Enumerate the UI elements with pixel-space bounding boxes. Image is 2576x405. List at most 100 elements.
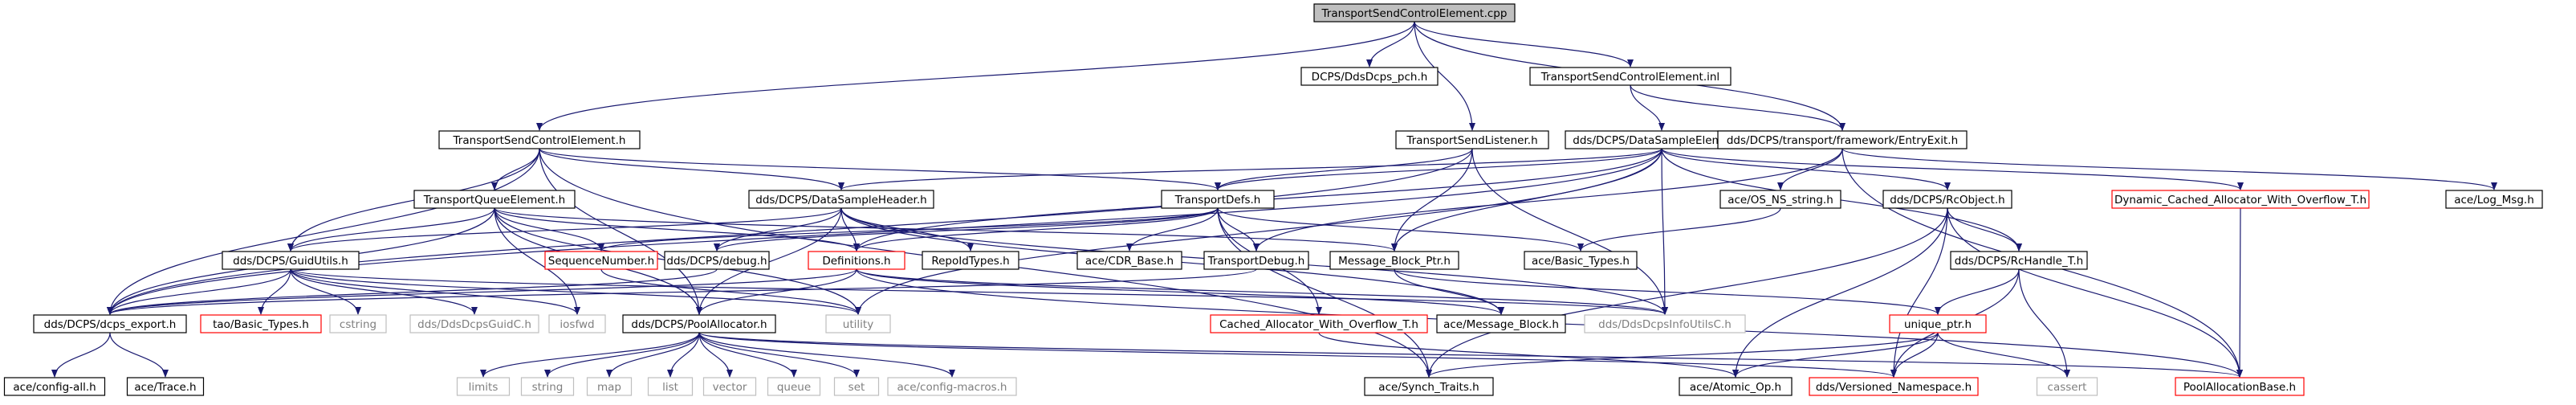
edge-tqe_h-to-defs [494, 207, 860, 252]
node-box-utility [825, 314, 891, 333]
node-label-tqe_h: TransportQueueElement.h [423, 194, 565, 207]
edge-guidutils-to-infoutilsc [290, 268, 1668, 315]
node-label-tdebug: TransportDebug.h [1207, 255, 1305, 268]
node-tdefs[interactable]: TransportDefs.h [1161, 190, 1275, 209]
node-set: set [833, 377, 880, 396]
node-entryexit[interactable]: dds/DCPS/transport/framework/EntryExit.h [1717, 130, 1968, 149]
node-dcpsexport[interactable]: dds/DCPS/dcps_export.h [33, 314, 187, 333]
node-label-guidc: dds/DdsDcpsGuidC.h [417, 318, 531, 331]
node-mbptr[interactable]: Message_Block_Ptr.h [1329, 251, 1459, 270]
node-poolalloc[interactable]: dds/DCPS/PoolAllocator.h [622, 314, 776, 333]
node-basictypes[interactable]: ace/Basic_Types.h [1524, 251, 1638, 270]
node-box-queue [767, 377, 821, 396]
edge-uniqueptr-to-cassert [1937, 332, 2070, 378]
node-cawo[interactable]: Cached_Allocator_With_Overflow_T.h [1210, 314, 1428, 333]
node-label-tsce_inl: TransportSendControlElement.inl [1540, 71, 1719, 84]
node-tdebug[interactable]: TransportDebug.h [1203, 251, 1309, 270]
node-box-map [586, 377, 633, 396]
node-dsh_h[interactable]: dds/DCPS/DataSampleHeader.h [748, 190, 934, 209]
node-label-mblock: ace/Message_Block.h [1443, 318, 1559, 331]
edge-tqe_h-to-mbptr [494, 207, 1398, 252]
node-repoid[interactable]: RepoIdTypes.h [922, 251, 1019, 270]
edge-defs-to-mblock [856, 268, 1504, 315]
node-taobasic[interactable]: tao/Basic_Types.h [200, 314, 322, 333]
node-box-cdrbase [1076, 251, 1182, 270]
node-box-dcpsexport [33, 314, 187, 333]
edge-tdefs-to-debug [714, 207, 1219, 252]
node-label-iosfwd: iosfwd [560, 318, 594, 331]
node-seqnum[interactable]: SequenceNumber.h [544, 251, 658, 270]
edge-debug-to-dcpsexport [107, 268, 718, 315]
node-tqe_h[interactable]: TransportQueueElement.h [413, 190, 576, 209]
edge-tsce_inl-to-dse_h [1630, 84, 1665, 131]
node-pch[interactable]: DCPS/DdsDcps_pch.h [1300, 67, 1439, 86]
node-cdrbase[interactable]: ace/CDR_Base.h [1076, 251, 1182, 270]
edge-guidutils-to-taobasic [258, 268, 291, 315]
node-box-tqe_h [413, 190, 576, 209]
edge-uniqueptr-to-versioned [1890, 332, 1939, 378]
node-uniqueptr[interactable]: unique_ptr.h [1889, 314, 1987, 333]
node-guidutils[interactable]: dds/DCPS/GuidUtils.h [222, 251, 360, 270]
edge-tsl_h-to-tdefs [1215, 148, 1473, 190]
edge-root-to-tsce_h [536, 21, 1415, 131]
node-rcobj[interactable]: dds/DCPS/RcObject.h [1882, 190, 2012, 209]
edge-tsce_h-to-dcpsexport [107, 148, 540, 315]
edge-uniqueptr-to-atomicop [1732, 332, 1939, 378]
node-box-poolalloc [622, 314, 776, 333]
node-tsce_h[interactable]: TransportSendControlElement.h [438, 130, 641, 149]
node-configall[interactable]: ace/config-all.h [3, 377, 106, 396]
node-mblock[interactable]: ace/Message_Block.h [1436, 314, 1566, 333]
node-box-guidc [409, 314, 539, 333]
node-box-poolallocbase [2175, 377, 2305, 396]
edge-dse_h-to-mbptr [1391, 148, 1662, 252]
node-root[interactable]: TransportSendControlElement.cpp [1313, 3, 1516, 22]
node-synchtraits[interactable]: ace/Synch_Traits.h [1364, 377, 1494, 396]
node-box-atomicop [1679, 377, 1793, 396]
edge-dsh_h-to-guidutils [287, 207, 842, 252]
node-label-synchtraits: ace/Synch_Traits.h [1378, 381, 1479, 394]
node-dse_h[interactable]: dds/DCPS/DataSampleElement.h [1565, 130, 1759, 149]
edge-rcobj-to-atomicop [1732, 207, 1948, 378]
edge-seqnum-to-utility [600, 268, 861, 315]
node-logmsg[interactable]: ace/Log_Msg.h [2445, 190, 2543, 209]
node-limits: limits [456, 377, 511, 396]
node-defs[interactable]: Definitions.h [808, 251, 905, 270]
edge-entryexit-to-logmsg [1841, 148, 2497, 190]
edge-dcpsexport-to-configall [51, 332, 111, 378]
edge-poolalloc-to-set [698, 332, 860, 378]
node-box-list [647, 377, 694, 396]
edge-tdefs-to-cdrbase [1126, 207, 1219, 252]
node-box-cstring [329, 314, 387, 333]
node-tsce_inl[interactable]: TransportSendControlElement.inl [1529, 67, 1732, 86]
node-trace[interactable]: ace/Trace.h [126, 377, 205, 396]
node-label-rchandle: dds/DCPS/RcHandle_T.h [1955, 255, 2083, 268]
edge-defs-to-dcpsexport [107, 268, 857, 315]
node-box-guidutils [222, 251, 360, 270]
node-tsl_h[interactable]: TransportSendListener.h [1395, 130, 1549, 149]
node-queue: queue [767, 377, 821, 396]
node-poolallocbase[interactable]: PoolAllocationBase.h [2175, 377, 2305, 396]
edge-tsl_h-to-dcpsexport [107, 148, 1473, 315]
node-atomicop[interactable]: ace/Atomic_Op.h [1679, 377, 1793, 396]
node-dcawo[interactable]: Dynamic_Cached_Allocator_With_Overflow_T… [2111, 190, 2370, 209]
edge-entryexit-to-osns [1777, 148, 1843, 190]
node-label-trace: ace/Trace.h [134, 381, 196, 394]
node-label-atomicop: ace/Atomic_Op.h [1690, 381, 1781, 394]
edge-poolalloc-to-limits [480, 332, 700, 378]
node-label-poolallocbase: PoolAllocationBase.h [2183, 381, 2296, 394]
node-label-dsh_h: dds/DCPS/DataSampleHeader.h [755, 194, 926, 207]
node-debug[interactable]: dds/DCPS/debug.h [664, 251, 770, 270]
node-configmacros: ace/config-macros.h [887, 377, 1017, 396]
node-rchandle[interactable]: dds/DCPS/RcHandle_T.h [1950, 251, 2088, 270]
node-versioned[interactable]: dds/Versioned_Namespace.h [1809, 377, 1979, 396]
node-box-defs [808, 251, 905, 270]
node-osns[interactable]: ace/OS_NS_string.h [1719, 190, 1841, 209]
node-box-osns [1719, 190, 1841, 209]
edge-defs-to-poolalloc [696, 268, 857, 315]
edge-guidutils-to-utility [290, 268, 861, 315]
node-box-vector [702, 377, 757, 396]
edge-dse_h-to-tdefs [1215, 148, 1662, 190]
node-label-dcawo: Dynamic_Cached_Allocator_With_Overflow_T… [2114, 194, 2366, 207]
node-label-basictypes: ace/Basic_Types.h [1532, 255, 1630, 268]
edge-mbptr-to-mblock [1394, 268, 1504, 315]
